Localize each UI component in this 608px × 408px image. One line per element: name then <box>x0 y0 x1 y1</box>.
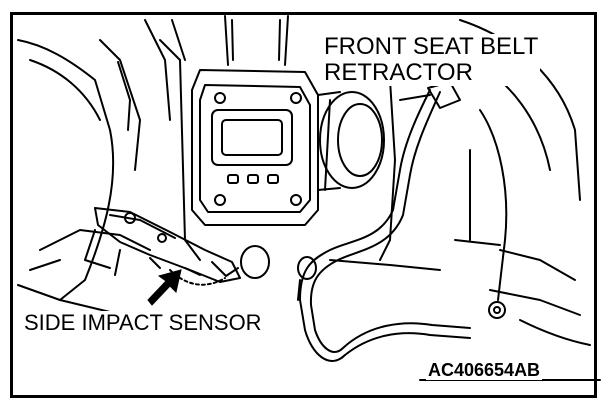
wiring-harness <box>299 89 471 362</box>
retractor-label-line2: RETRACTOR <box>324 59 473 86</box>
side-impact-sensor <box>94 207 241 283</box>
retractor-housing <box>191 69 319 226</box>
arrow-icon <box>147 269 182 306</box>
grommet <box>488 301 506 319</box>
seat-belt-webbing <box>224 15 289 66</box>
retractor-spool <box>319 91 385 189</box>
retractor-label: FRONT SEAT BELT RETRACTOR <box>322 33 541 86</box>
sensor-label: SIDE IMPACT SENSOR <box>22 310 264 335</box>
retractor-label-line1: FRONT SEAT BELT <box>324 33 539 60</box>
vehicle-interior-linework <box>17 15 601 381</box>
bolt <box>214 92 226 104</box>
left-trim-panel <box>17 39 115 301</box>
figure-border <box>10 12 597 398</box>
figure-code: AC406654AB <box>426 360 543 380</box>
